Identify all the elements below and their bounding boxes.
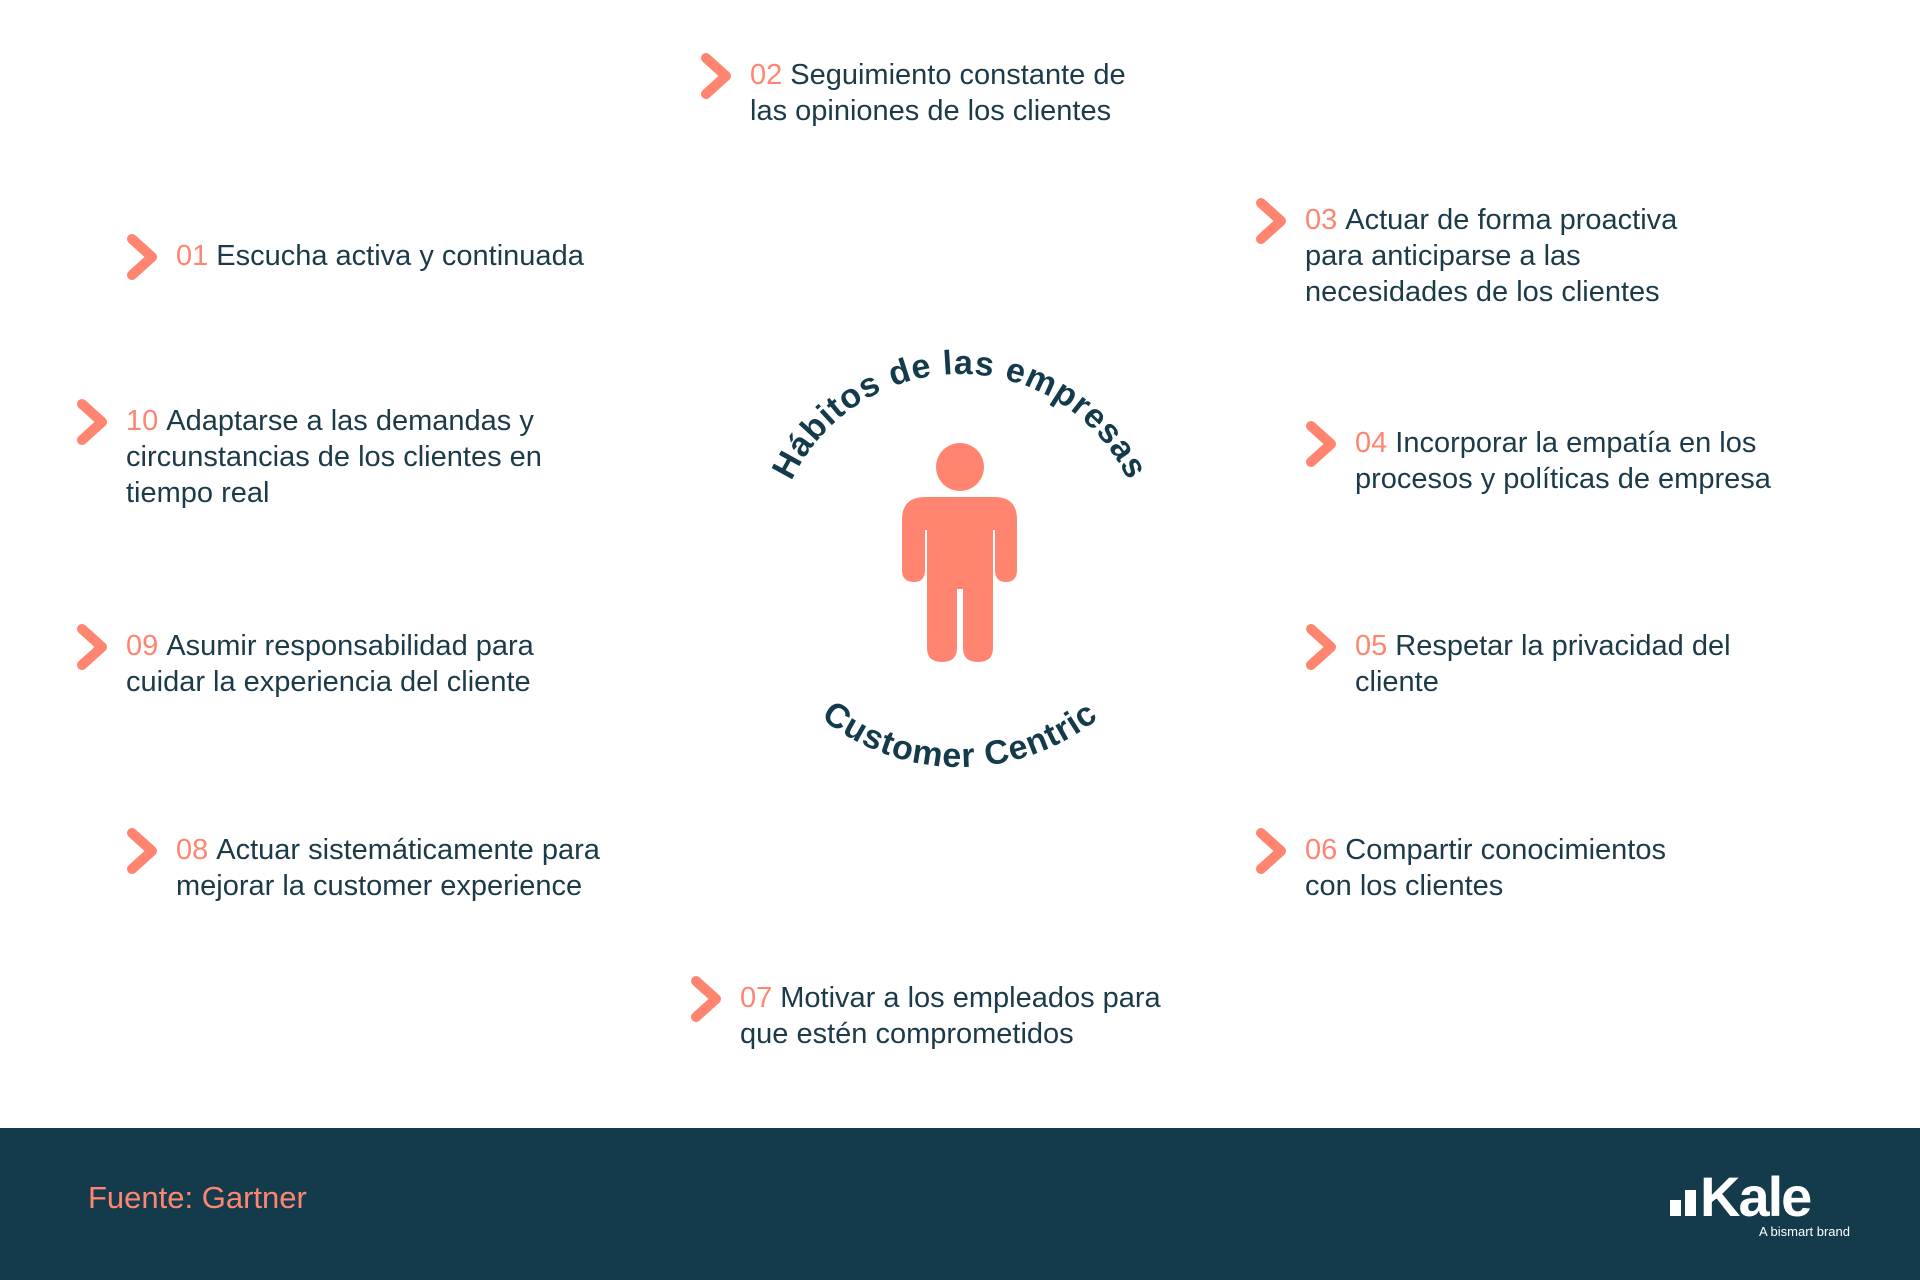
item-text-line: Motivar a los empleados para (780, 982, 1161, 1014)
svg-text:Kale: Kale (1700, 1165, 1811, 1228)
item-text-line: mejorar la customer experience (176, 870, 583, 902)
chevron-right-icon (691, 976, 721, 1022)
chevron-right-icon (127, 234, 157, 280)
item-text-line: circunstancias de los clientes en (126, 441, 542, 473)
kale-logo: Kale A bismart brand (1670, 1165, 1850, 1239)
item-number: 02 (750, 59, 783, 91)
item-number: 07 (740, 982, 773, 1014)
chevron-right-icon (1256, 198, 1286, 244)
chevron-right-icon (77, 399, 107, 445)
chevron-right-icon (127, 828, 157, 874)
item-text-line: Actuar sistemáticamente para (216, 834, 600, 866)
chevron-right-icon (77, 624, 107, 670)
item-text-line: las opiniones de los clientes (750, 95, 1112, 127)
item-text-line: con los clientes (1305, 870, 1504, 902)
footer: Fuente: Gartner Kale A bismart brand (0, 1128, 1920, 1280)
customer-centric-graphic: Hábitos de las empresas Customer Centric (765, 344, 1155, 776)
bottom-arc-title: Customer Centric (816, 694, 1105, 776)
item-text-line: Respetar la privacidad del (1395, 630, 1731, 662)
person-icon (902, 443, 1017, 662)
chevron-right-icon (1306, 421, 1336, 467)
item-text-line: cliente (1355, 666, 1439, 698)
item-text-line: Compartir conocimientos (1345, 834, 1666, 866)
item-number: 08 (176, 834, 209, 866)
item-number: 09 (126, 630, 159, 662)
item-text-line: Incorporar la empatía en los (1395, 427, 1757, 459)
item-text-line: necesidades de los clientes (1305, 276, 1660, 308)
item-number: 05 (1355, 630, 1388, 662)
item-text-line: Actuar de forma proactiva (1345, 204, 1678, 236)
item-text-line: procesos y políticas de empresa (1355, 463, 1771, 495)
item-number: 10 (126, 405, 159, 437)
item-text-line: Seguimiento constante de (790, 59, 1126, 91)
item-text-line: para anticiparse a las (1305, 240, 1581, 272)
source-label: Fuente: Gartner (88, 1180, 307, 1215)
item-text-line: Escucha activa y continuada (216, 240, 584, 272)
item-text-line: cuidar la experiencia del cliente (126, 666, 531, 698)
item-number: 03 (1305, 204, 1338, 236)
chevron-right-icon (701, 53, 731, 99)
item-number: 06 (1305, 834, 1338, 866)
item-number: 04 (1355, 427, 1388, 459)
item-text-line: Asumir responsabilidad para (166, 630, 534, 662)
chevron-right-icon (1306, 624, 1336, 670)
svg-text:A bismart brand: A bismart brand (1759, 1224, 1850, 1239)
item-text-line: Adaptarse a las demandas y (166, 405, 534, 437)
chevron-right-icon (1256, 828, 1286, 874)
item-number: 01 (176, 240, 209, 272)
item-text-line: tiempo real (126, 477, 270, 509)
item-text-line: que estén comprometidos (740, 1018, 1074, 1050)
